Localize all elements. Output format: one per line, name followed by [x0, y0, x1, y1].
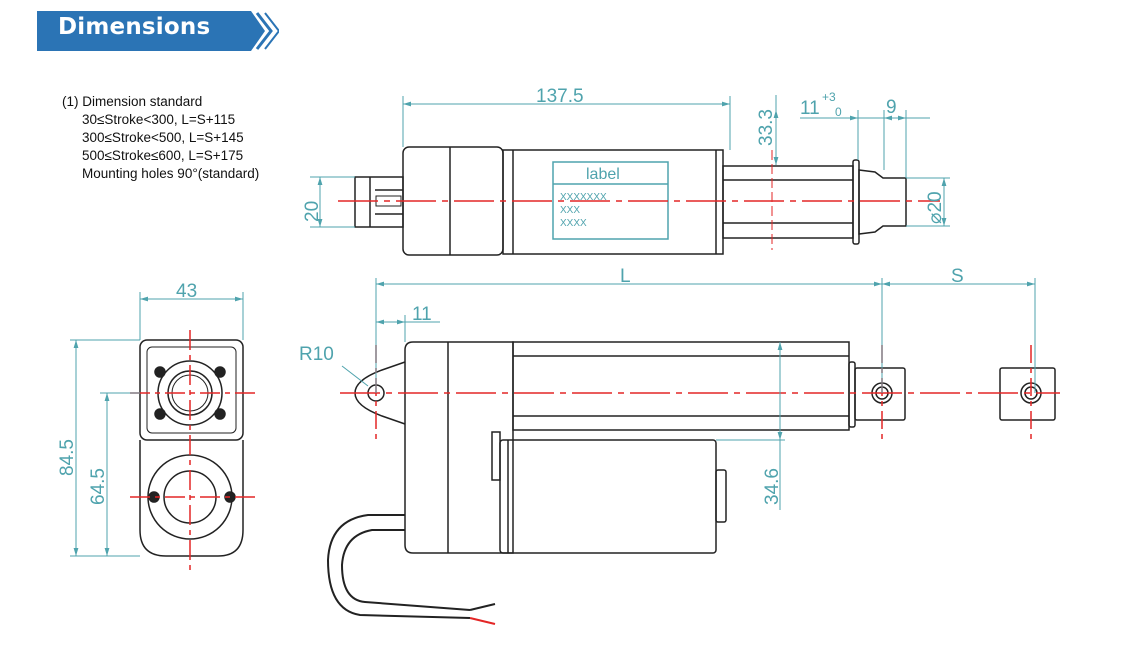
page-title: Dimensions: [58, 14, 211, 40]
dim-tol-sup: +3: [822, 90, 836, 104]
end-dimensions: [70, 292, 244, 557]
dim-tip-text: 9: [886, 97, 897, 118]
note-line: 30≤Stroke<300, L=S+115: [82, 112, 236, 127]
note-line: 500≤Stroke≤600, L=S+175: [82, 148, 244, 163]
side-dimensions: [341, 278, 1036, 510]
chevron-icon: [255, 12, 273, 50]
dim-radius-text: R10: [299, 344, 334, 365]
dim-tol-text: 11: [800, 98, 820, 119]
dim-motor-text: 34.6: [762, 468, 783, 505]
label-line: XXX: [560, 205, 580, 216]
dim-L-text: L: [620, 266, 631, 287]
label-title: label: [586, 166, 620, 183]
dim-length-text: 137.5: [536, 86, 584, 107]
label-line: XXXXXXX: [560, 192, 607, 203]
side-view: [326, 341, 1056, 625]
note-line: 300≤Stroke<500, L=S+145: [82, 130, 244, 145]
top-dimensions: [310, 95, 950, 228]
section-banner: [37, 11, 279, 51]
notes-heading: (1) Dimension standard: [62, 94, 203, 109]
dim-dia-text: ⌀20: [925, 191, 946, 224]
dim-tol-sub: 0: [835, 105, 842, 119]
dim-offset-text: 11: [412, 304, 432, 325]
label-line: XXXX: [560, 218, 587, 229]
dim-total-text: 84.5: [57, 439, 78, 476]
dim-height-text: 20: [302, 201, 323, 222]
dim-S-text: S: [951, 266, 964, 287]
dimension-notes: (1) Dimension standard 30≤Stroke<300, L=…: [62, 93, 259, 183]
note-line: Mounting holes 90°(standard): [82, 166, 260, 181]
top-view: [354, 146, 907, 256]
end-view: [139, 339, 244, 557]
dim-rod-text: 33.3: [756, 109, 777, 146]
dim-width-text: 43: [176, 281, 197, 302]
dim-center-text: 64.5: [88, 468, 109, 505]
